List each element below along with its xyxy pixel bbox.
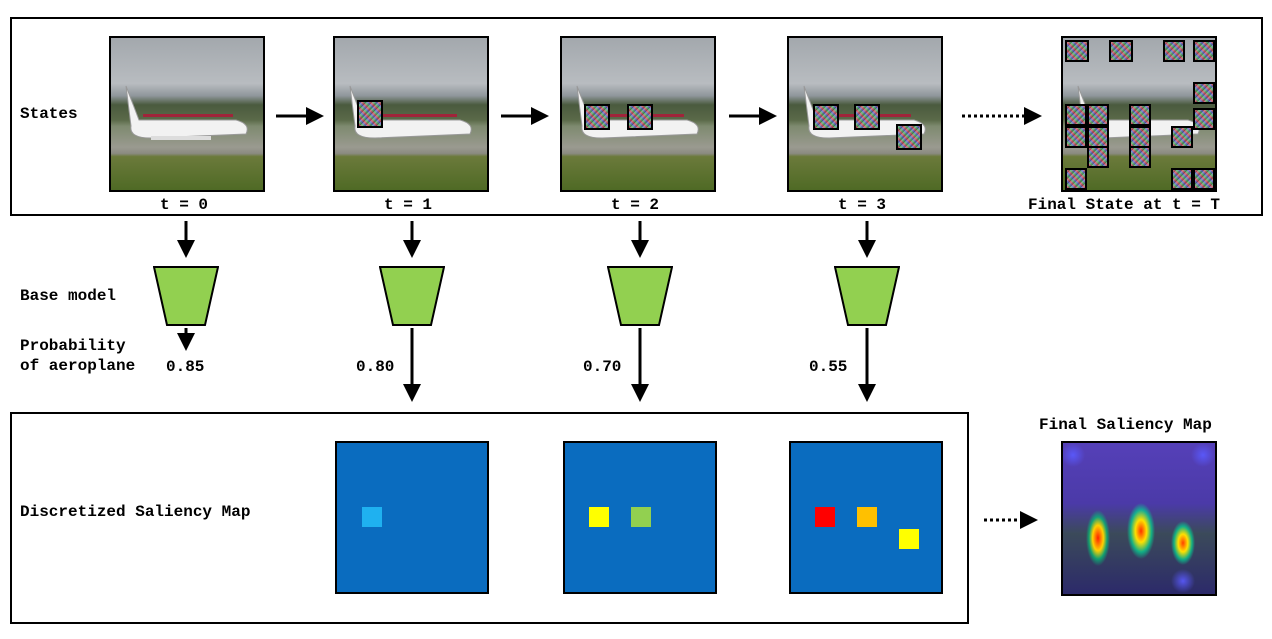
probability-value-0: 0.85: [166, 358, 205, 376]
saliency-label: Discretized Saliency Map: [20, 503, 251, 521]
saliency-cell: [815, 507, 835, 527]
final-state-label: Final State at t = T: [1028, 196, 1221, 214]
saliency-map-t1: [335, 441, 489, 594]
saliency-cell: [857, 507, 877, 527]
saliency-cell: [899, 529, 919, 549]
noise-patch: [813, 104, 839, 130]
saliency-cell: [362, 507, 382, 527]
timestep-label-3: t = 3: [838, 196, 887, 214]
saliency-cell: [631, 507, 651, 527]
final-saliency-image: [1061, 441, 1217, 596]
saliency-map-t3: [789, 441, 943, 594]
noise-patch: [854, 104, 880, 130]
state-image-t0: [109, 36, 265, 192]
base-model-icon: [379, 266, 445, 326]
saliency-cell: [589, 507, 609, 527]
aeroplane-icon: [125, 85, 248, 140]
timestep-label-1: t = 1: [384, 196, 433, 214]
saliency-panel: [10, 412, 969, 624]
state-image-t3: [787, 36, 943, 192]
base-model-icon: [153, 266, 219, 326]
noise-patch: [896, 124, 922, 150]
probability-value-2: 0.70: [583, 358, 622, 376]
probability-value-1: 0.80: [356, 358, 395, 376]
probability-label: Probability of aeroplane: [20, 337, 136, 375]
probability-value-3: 0.55: [809, 358, 848, 376]
timestep-label-0: t = 0: [160, 196, 209, 214]
base-model-icon: [834, 266, 900, 326]
final-state-image: [1061, 36, 1217, 192]
state-image-t2: [560, 36, 716, 192]
state-image-t1: [333, 36, 489, 192]
states-label: States: [20, 105, 78, 123]
noise-patch: [584, 104, 610, 130]
noise-patch: [627, 104, 653, 130]
final-saliency-label: Final Saliency Map: [1039, 416, 1212, 434]
states-panel: [10, 17, 1263, 216]
base-model-icon: [607, 266, 673, 326]
noise-patch: [357, 100, 383, 128]
timestep-label-2: t = 2: [611, 196, 660, 214]
saliency-map-t2: [563, 441, 717, 594]
base-model-label: Base model: [20, 287, 117, 305]
